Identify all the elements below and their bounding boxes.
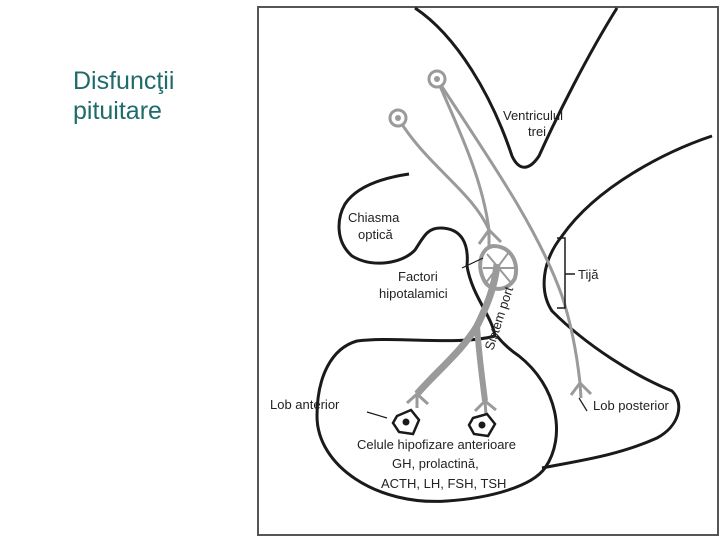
figure-frame — [257, 6, 719, 536]
pituitary-diagram: Ventriculul trei Chiasma optică Factori … — [257, 6, 719, 536]
label-stalk: Tijă — [578, 267, 599, 282]
label-factors-line2: hipotalamici — [379, 286, 448, 301]
optic-chiasm-outline — [337, 172, 469, 267]
neuron-axons — [396, 78, 593, 399]
title-line-2: pituitare — [73, 97, 162, 125]
posterior-lobe-outline — [541, 134, 713, 470]
label-factors-line1: Factori — [398, 269, 438, 284]
portal-vessels — [405, 243, 518, 416]
slide-title: Disfuncţii pituitare — [73, 66, 253, 126]
neuron-cell-bodies — [388, 69, 447, 128]
label-ventricle-line2: trei — [528, 124, 546, 139]
label-chiasm-line1: Chiasma — [348, 210, 400, 225]
title-line-1: Disfuncţii — [73, 67, 175, 95]
label-cells-line3: ACTH, LH, FSH, TSH — [381, 476, 506, 491]
stalk-bracket — [557, 237, 575, 309]
third-ventricle-outline — [414, 6, 619, 169]
label-cells-line1: Celule hipofizare anterioare — [357, 437, 516, 452]
label-ventricle-line1: Ventriculul — [503, 108, 563, 123]
label-chiasm-line2: optică — [358, 227, 393, 242]
label-cells-line2: GH, prolactină, — [392, 456, 479, 471]
anterior-pituitary-cells — [391, 408, 497, 438]
label-posterior-lobe: Lob posterior — [593, 398, 670, 413]
label-anterior-lobe: Lob anterior — [270, 397, 340, 412]
leader-lines — [366, 257, 588, 419]
